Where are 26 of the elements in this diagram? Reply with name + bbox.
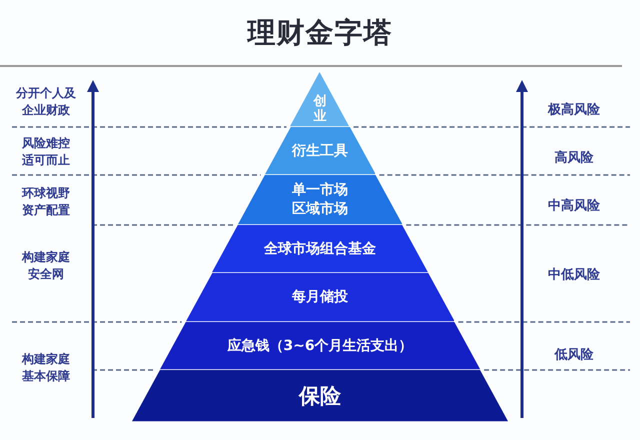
risk-level-label: 中低风险 [548,266,600,284]
tier-label: 衍生工具 [292,142,348,160]
goal-label: 环球视野资产配置 [22,185,70,219]
tier-label: 单一市场 [292,181,348,200]
tier-label: 区域市场 [292,200,348,219]
goal-label: 构建家庭安全网 [22,249,70,283]
risk-level-label: 高风险 [554,150,594,166]
pyramid-tier [290,72,350,127]
pyramid-tier [212,225,428,273]
pyramid-tier [132,370,508,422]
pyramid-tier [186,273,454,322]
tier-label: 每月储投 [292,288,348,307]
tier-label: 应急钱（3~6个月生活支出） [227,336,413,356]
pyramid-tier [238,175,402,225]
tier-label: 全球市场组合基金 [264,240,376,258]
pyramid-tier [160,322,480,370]
title: 理财金字塔 [248,15,392,51]
goal-label: 构建家庭基本保障 [22,351,70,385]
risk-level-label: 低风险 [554,346,594,364]
goal-label: 风险难控适可而止 [22,135,70,169]
pyramid-tier [264,127,376,175]
tier-label: 保险 [299,383,341,409]
risk-level-label: 极高风险 [548,102,600,118]
tier-label: 创业 [313,94,326,124]
goal-label: 分开个人及企业财政 [16,85,76,119]
risk-level-label: 中高风险 [548,198,600,214]
